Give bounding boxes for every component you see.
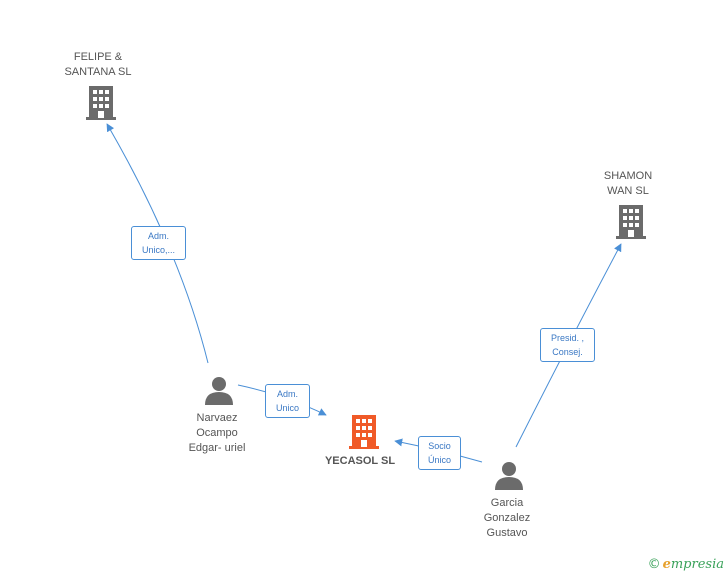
relation-label-garcia-yecasol[interactable]: Socio Único [418, 436, 461, 470]
company-label-shamon[interactable]: SHAMON WAN SL [603, 170, 653, 197]
person-label-narvaez[interactable]: Narvaez Ocampo Edgar- uriel [188, 412, 246, 454]
copyright-symbol: © [647, 557, 661, 572]
relation-label-garcia-shamon[interactable]: Presid. , Consej. [540, 328, 595, 362]
building-icon[interactable] [616, 205, 646, 239]
person-icon[interactable] [495, 462, 523, 490]
main-company-building-icon[interactable] [349, 415, 379, 449]
brand-rest: mpresia [670, 557, 724, 572]
relation-label-narvaez-yecasol[interactable]: Adm. Unico [265, 384, 310, 418]
company-label-felipe[interactable]: FELIPE & SANTANA SL [64, 51, 132, 78]
person-icon[interactable] [205, 377, 233, 405]
empresia-watermark: ©empresia [648, 557, 724, 572]
person-label-garcia[interactable]: Garcia Gonzalez Gustavo [483, 497, 531, 539]
building-icon[interactable] [86, 86, 116, 120]
company-label-yecasol[interactable]: YECASOL SL [324, 455, 396, 467]
brand-initial: e [662, 557, 671, 572]
relation-label-narvaez-felipe[interactable]: Adm. Unico,... [131, 226, 186, 260]
